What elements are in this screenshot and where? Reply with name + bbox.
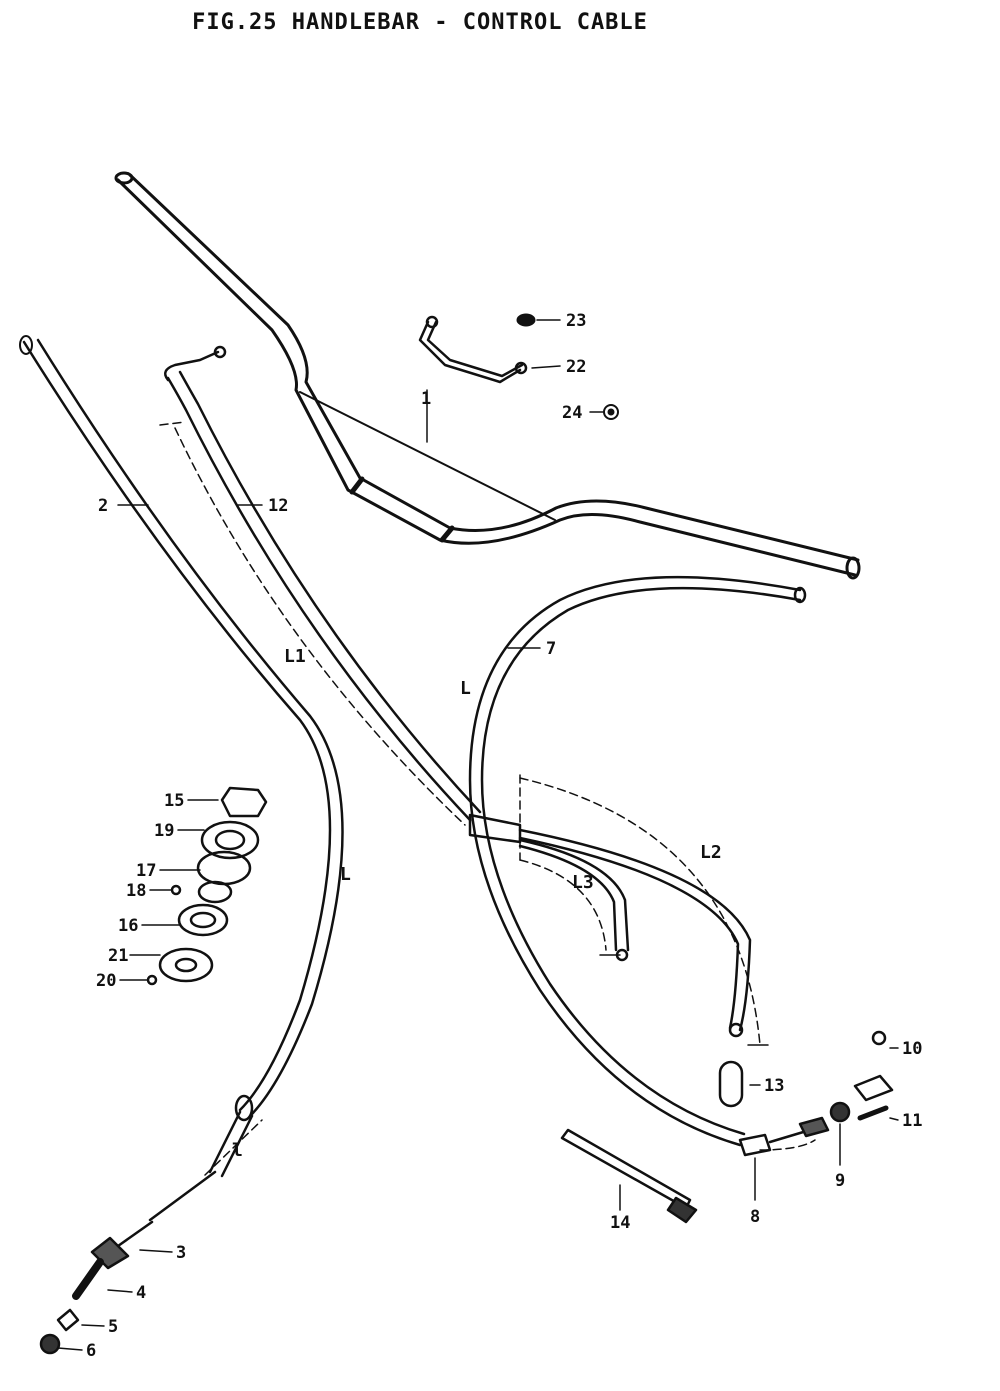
cable-boot [718,1060,744,1108]
dim-label-L1: L1 [284,646,306,667]
callouts: 1 2 3 4 5 6 7 8 9 10 11 12 13 14 15 16 1… [86,311,922,1361]
dim-label-L2: L2 [700,842,722,863]
cable-junction [468,813,752,1038]
callout-14: 14 [610,1213,630,1233]
bolt [603,404,619,420]
callout-16: 16 [118,916,138,936]
callout-10: 10 [902,1039,922,1059]
leader-lines [57,319,899,1351]
callout-23: 23 [566,311,586,331]
callout-21: 21 [108,946,128,966]
control-cable-upper [163,345,482,822]
cable-end-fittings [738,1030,894,1157]
callout-3: 3 [176,1243,186,1263]
handlebar [114,171,861,580]
control-cable-long [19,335,344,1178]
callout-18: 18 [126,881,146,901]
dim-label-l: l [232,1140,243,1161]
handlebar-brace [418,315,528,384]
dim-label-L3: L3 [572,872,594,893]
cable-adjuster-assembly [39,1170,217,1355]
callout-24: 24 [562,403,582,423]
callout-2: 2 [98,496,108,516]
bearing-stack [146,786,268,986]
dim-label-L-right: L [460,678,471,699]
dimension-labels: L1 L L L2 L3 l [232,646,722,1161]
callout-20: 20 [96,971,116,991]
callout-5: 5 [108,1317,118,1337]
callout-19: 19 [154,821,174,841]
callout-12: 12 [268,496,288,516]
callout-13: 13 [764,1076,784,1096]
dimension-marks [159,421,816,1176]
callout-7: 7 [546,639,556,659]
dim-label-L-left: L [340,864,351,885]
callout-4: 4 [136,1283,146,1303]
handlebar-end-plug [516,313,536,327]
callout-9: 9 [835,1171,845,1191]
callout-15: 15 [164,791,184,811]
callout-17: 17 [136,861,156,881]
callout-11: 11 [902,1111,922,1131]
callout-22: 22 [566,357,586,377]
figure-title: FIG.25 HANDLEBAR - CONTROL CABLE [192,10,648,35]
callout-8: 8 [750,1207,760,1227]
callout-6: 6 [86,1341,96,1361]
control-cable-loop [468,575,807,1147]
callout-1: 1 [421,389,431,409]
cable-guide [560,1128,698,1224]
